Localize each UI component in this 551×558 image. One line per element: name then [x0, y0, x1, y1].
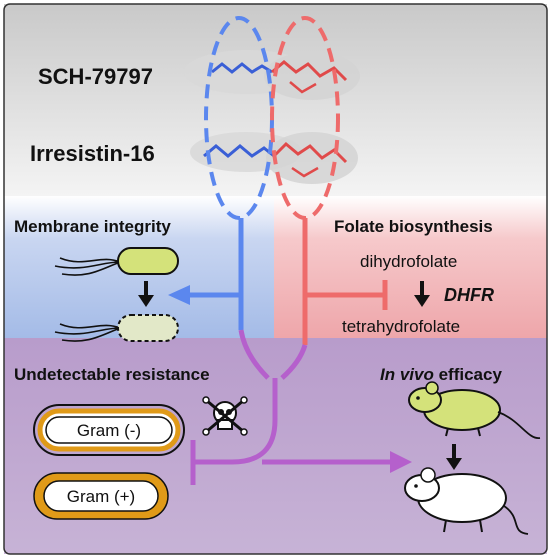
blue-pathway: [168, 218, 244, 330]
mouse-sick-icon: [408, 381, 541, 439]
mouse-healthy-icon: [404, 467, 529, 535]
substrate-label: dihydrofolate: [360, 252, 457, 271]
arrow-down-icon: [414, 281, 430, 307]
skull-icon: [202, 396, 248, 436]
arrow-down-icon: [138, 281, 154, 307]
enzyme-label: DHFR: [444, 285, 494, 305]
folate-title: Folate biosynthesis: [334, 217, 493, 236]
arrow-down-icon: [446, 444, 462, 470]
efficacy-title: In vivo efficacy: [380, 365, 502, 384]
figure-border: [3, 3, 548, 555]
compound-label-sch79797: SCH-79797: [38, 64, 153, 89]
resistance-title: Undetectable resistance: [14, 365, 210, 384]
folate-panel: [274, 196, 547, 338]
bacterium-live-icon: [54, 247, 179, 276]
efficacy-title-italic: In vivo: [380, 365, 434, 384]
gram-negative-label: Gram (-): [77, 421, 141, 440]
red-pathway: [302, 218, 388, 345]
bacterium-damaged-icon: [54, 314, 179, 342]
purple-pathway: [190, 329, 412, 485]
membrane-title: Membrane integrity: [14, 217, 171, 236]
gram-positive-label: Gram (+): [67, 487, 135, 506]
efficacy-title-rest: efficacy: [434, 365, 503, 384]
molecule-sch79797: [184, 50, 360, 100]
gram-negative-cell: Gram (-): [33, 404, 185, 456]
product-label: tetrahydrofolate: [342, 317, 460, 336]
compound-label-irresistin16: Irresistin-16: [30, 141, 155, 166]
gram-positive-cell: Gram (+): [33, 472, 169, 520]
